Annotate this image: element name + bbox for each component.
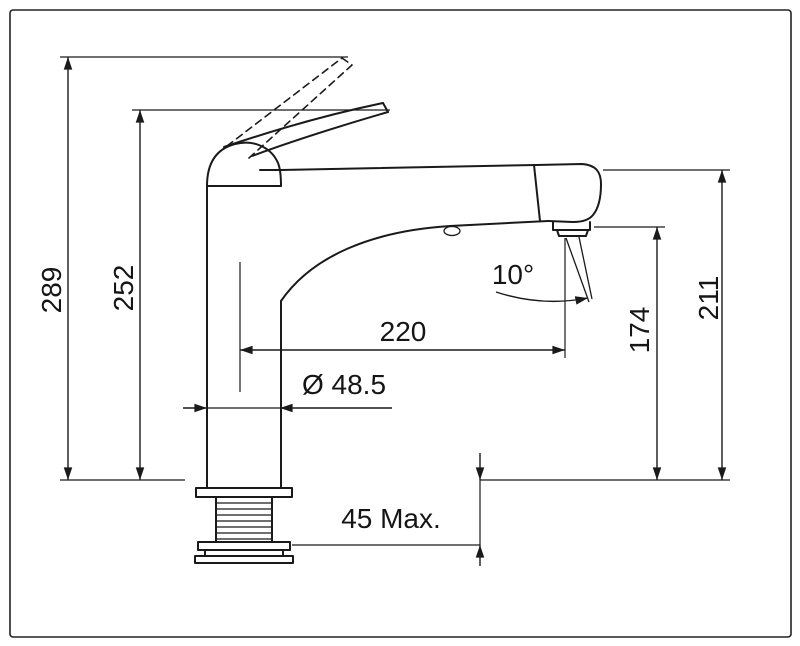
dimension-deck-thickness: 45 Max. <box>292 453 485 566</box>
faucet-base-flange <box>195 487 293 498</box>
faucet-lever-top-edge <box>223 102 384 148</box>
faucet-spout-underside <box>280 220 549 302</box>
faucet-aerator <box>552 221 591 231</box>
shank-thread-lines <box>216 502 272 540</box>
faucet-outline <box>194 57 602 564</box>
mounting-washer <box>197 541 291 551</box>
faucet-aerator-tip <box>556 229 589 237</box>
mounting-base-plate <box>194 555 294 564</box>
dimension-spout-height: 211 <box>603 169 730 480</box>
dim-label-diameter: Ø 48.5 <box>302 369 386 400</box>
faucet-spout-top-edge <box>259 164 537 171</box>
faucet-lever-bottom-edge <box>251 111 389 157</box>
dim-label-289: 289 <box>36 267 67 314</box>
dimension-spout-reach: 220 <box>239 238 566 392</box>
angle-arc <box>495 291 589 305</box>
dim-label-252: 252 <box>108 265 139 312</box>
faucet-lever-tip <box>382 102 389 113</box>
faucet-underside-detail <box>443 225 461 237</box>
dimension-spray-angle: 10° <box>492 259 589 305</box>
dim-label-174: 174 <box>624 307 655 354</box>
dim-label-angle: 10° <box>492 259 534 290</box>
dim-label-220: 220 <box>380 316 427 347</box>
dimension-base-diameter: Ø 48.5 <box>183 369 392 413</box>
dimension-aerator-height: 174 <box>480 226 730 481</box>
dim-label-211: 211 <box>693 276 724 321</box>
dimension-handle-height: 252 <box>108 109 390 480</box>
spray-direction-lines <box>565 236 593 303</box>
faucet-pullout-head <box>535 163 602 223</box>
dim-label-deck: 45 Max. <box>341 503 441 534</box>
faucet-head-seam <box>533 164 541 222</box>
faucet-lever-raised-dashed <box>226 57 353 159</box>
dimension-total-height: 289 <box>36 56 348 481</box>
mounting-shank-sides <box>215 496 273 543</box>
drawing-border <box>9 9 792 638</box>
